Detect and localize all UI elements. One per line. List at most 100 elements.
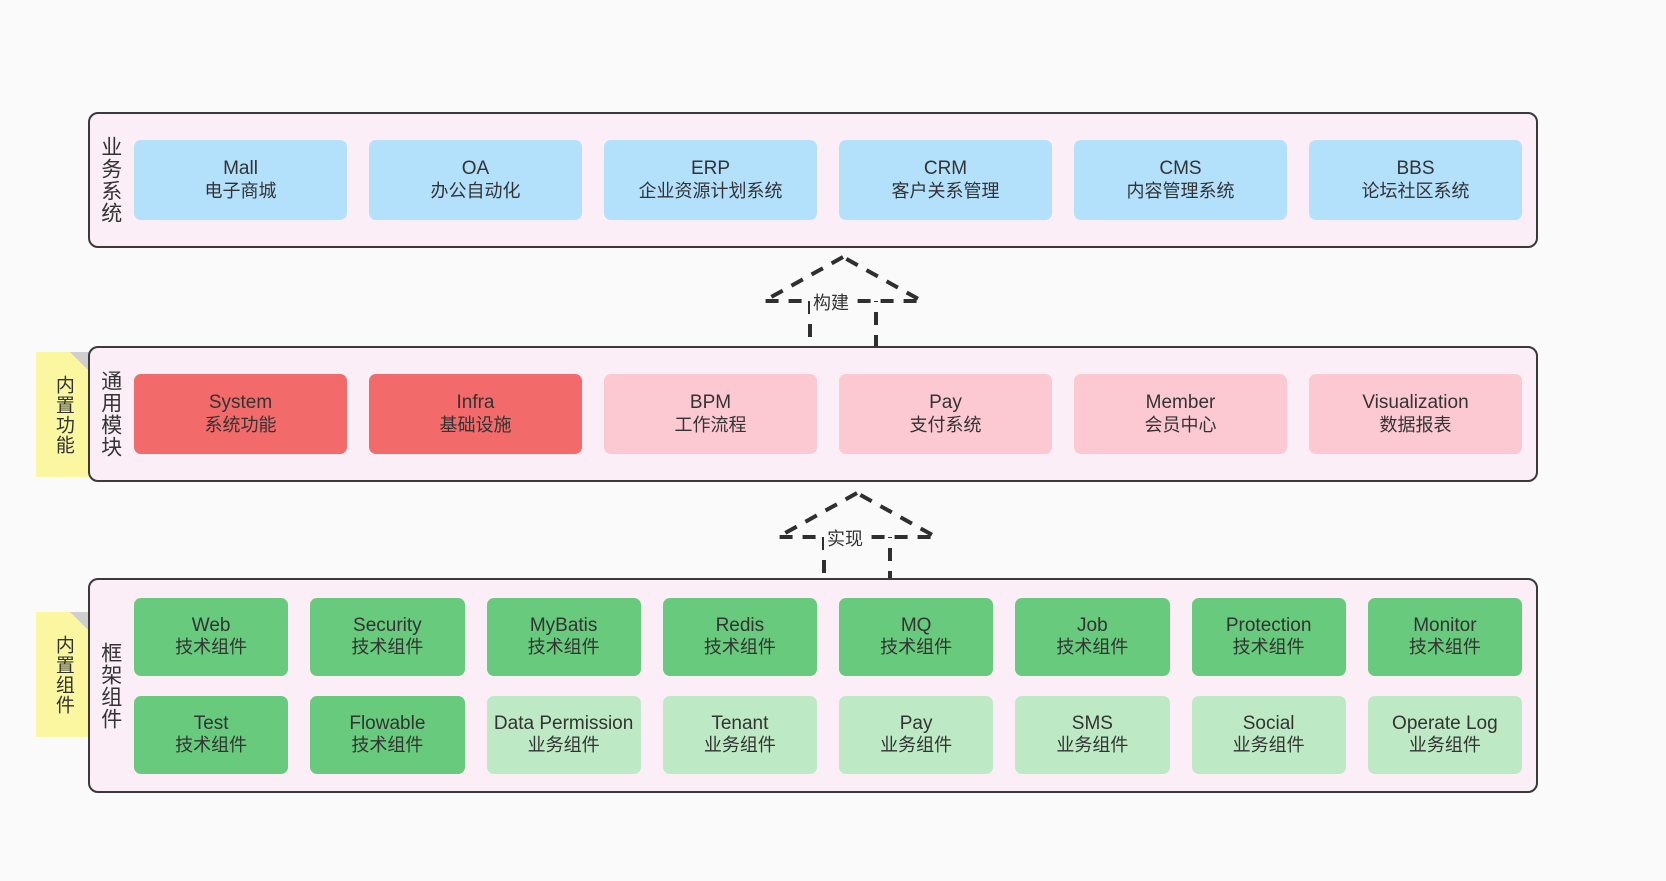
sticky-note-label: 内置组件 (52, 634, 74, 715)
card-title-cn: 数据报表 (1379, 414, 1452, 435)
card-title-en: Web (191, 614, 231, 636)
card-title-en: MQ (900, 614, 932, 636)
layer-body-modules: System 系统功能 Infra 基础设施 BPM 工作流程 Pay 支付系统… (130, 348, 1536, 480)
card-redis[interactable]: Redis 技术组件 (662, 597, 817, 676)
layer-common-modules: 通用模块 System 系统功能 Infra 基础设施 BPM 工作流程 Pay… (88, 346, 1538, 482)
card-title-en: Pay (929, 392, 962, 414)
card-title-en: Visualization (1362, 392, 1469, 414)
card-operate-log[interactable]: Operate Log 业务组件 (1367, 695, 1522, 774)
card-title-en: BPM (689, 392, 732, 414)
card-data-permission[interactable]: Data Permission 业务组件 (486, 695, 641, 774)
card-title-cn: 工作流程 (674, 414, 747, 435)
card-test[interactable]: Test 技术组件 (134, 695, 289, 774)
card-title-en: MyBatis (529, 614, 598, 636)
card-title-en: Redis (715, 614, 765, 636)
card-protection[interactable]: Protection 技术组件 (1191, 597, 1346, 676)
card-title-en: Job (1077, 614, 1108, 636)
card-title-cn: 技术组件 (1408, 637, 1481, 658)
layer-title-framework: 框架组件 (98, 641, 122, 730)
card-title-cn: 会员中心 (1144, 414, 1217, 435)
card-title-en: Mall (223, 158, 258, 180)
card-title-en: Security (353, 614, 422, 636)
card-title-en: Social (1242, 712, 1295, 734)
card-bbs[interactable]: BBS 论坛社区系统 (1309, 140, 1522, 220)
card-title-en: Tenant (711, 712, 769, 734)
card-title-cn: 业务组件 (527, 735, 600, 756)
card-pay-component[interactable]: Pay 业务组件 (839, 695, 994, 774)
card-title-cn: 客户关系管理 (891, 180, 1000, 201)
card-title-cn: 技术组件 (1232, 637, 1305, 658)
connector-label-build: 构建 (810, 289, 852, 315)
card-title-en: Monitor (1413, 614, 1477, 636)
card-title-en: Test (193, 712, 229, 734)
framework-card-row-1: Web 技术组件 Security 技术组件 MyBatis 技术组件 Redi… (134, 597, 1522, 676)
connector-label-implement: 实现 (824, 525, 866, 551)
card-security[interactable]: Security 技术组件 (310, 597, 465, 676)
card-visualization[interactable]: Visualization 数据报表 (1309, 374, 1522, 454)
card-title-cn: 技术组件 (175, 637, 248, 658)
layer-body-framework: Web 技术组件 Security 技术组件 MyBatis 技术组件 Redi… (130, 580, 1536, 791)
card-title-en: CMS (1159, 158, 1202, 180)
card-title-en: Flowable (349, 712, 426, 734)
card-title-en: SMS (1071, 712, 1113, 734)
card-title-cn: 技术组件 (880, 637, 953, 658)
card-bpm[interactable]: BPM 工作流程 (604, 374, 817, 454)
layer-body-business: Mall 电子商城 OA 办公自动化 ERP 企业资源计划系统 CRM 客户关系… (130, 114, 1536, 246)
card-title-en: ERP (690, 158, 731, 180)
card-title-cn: 内容管理系统 (1126, 180, 1235, 201)
card-title-en: System (208, 392, 273, 414)
connector-implement: 实现 (762, 489, 952, 589)
card-title-cn: 系统功能 (204, 414, 277, 435)
card-title-cn: 技术组件 (527, 637, 600, 658)
card-flowable[interactable]: Flowable 技术组件 (310, 695, 465, 774)
card-title-cn: 电子商城 (204, 180, 277, 201)
card-mq[interactable]: MQ 技术组件 (839, 597, 994, 676)
card-title-cn: 技术组件 (351, 637, 424, 658)
sticky-note-builtin-features: 内置功能 (36, 352, 90, 477)
card-title-en: OA (461, 158, 490, 180)
card-cms[interactable]: CMS 内容管理系统 (1074, 140, 1287, 220)
layer-title-modules: 通用模块 (98, 370, 122, 458)
layer-title-business: 业务系统 (98, 136, 122, 224)
card-title-en: Member (1145, 392, 1216, 414)
framework-card-row-2: Test 技术组件 Flowable 技术组件 Data Permission … (134, 695, 1522, 774)
card-social[interactable]: Social 业务组件 (1191, 695, 1346, 774)
card-title-cn: 技术组件 (351, 735, 424, 756)
card-title-cn: 企业资源计划系统 (638, 180, 783, 201)
card-title-en: Pay (899, 712, 933, 734)
card-title-cn: 业务组件 (1232, 735, 1305, 756)
card-title-en: Data Permission (493, 712, 634, 734)
card-title-cn: 支付系统 (909, 414, 982, 435)
sticky-note-builtin-components: 内置组件 (36, 612, 90, 737)
card-pay-module[interactable]: Pay 支付系统 (839, 374, 1052, 454)
card-erp[interactable]: ERP 企业资源计划系统 (604, 140, 817, 220)
card-mall[interactable]: Mall 电子商城 (134, 140, 347, 220)
card-member[interactable]: Member 会员中心 (1074, 374, 1287, 454)
card-title-en: BBS (1396, 158, 1435, 180)
card-title-cn: 业务组件 (880, 735, 953, 756)
card-web[interactable]: Web 技术组件 (134, 597, 289, 676)
card-job[interactable]: Job 技术组件 (1015, 597, 1170, 676)
card-title-cn: 业务组件 (703, 735, 776, 756)
card-title-cn: 基础设施 (439, 414, 512, 435)
card-infra[interactable]: Infra 基础设施 (369, 374, 582, 454)
sticky-note-label: 内置功能 (52, 374, 74, 455)
card-crm[interactable]: CRM 客户关系管理 (839, 140, 1052, 220)
connector-build: 构建 (748, 253, 938, 353)
card-title-en: Protection (1225, 614, 1312, 636)
card-title-cn: 论坛社区系统 (1361, 180, 1470, 201)
modules-card-row: System 系统功能 Infra 基础设施 BPM 工作流程 Pay 支付系统… (134, 374, 1522, 454)
card-sms[interactable]: SMS 业务组件 (1015, 695, 1170, 774)
card-mybatis[interactable]: MyBatis 技术组件 (486, 597, 641, 676)
card-oa[interactable]: OA 办公自动化 (369, 140, 582, 220)
card-system[interactable]: System 系统功能 (134, 374, 347, 454)
business-card-row: Mall 电子商城 OA 办公自动化 ERP 企业资源计划系统 CRM 客户关系… (134, 140, 1522, 220)
layer-business-systems: 业务系统 Mall 电子商城 OA 办公自动化 ERP 企业资源计划系统 CRM… (88, 112, 1538, 248)
card-tenant[interactable]: Tenant 业务组件 (662, 695, 817, 774)
card-title-en: CRM (923, 158, 968, 180)
card-title-en: Operate Log (1392, 712, 1498, 734)
card-title-cn: 技术组件 (703, 637, 776, 658)
card-title-cn: 办公自动化 (430, 180, 521, 201)
layer-framework-components: 框架组件 Web 技术组件 Security 技术组件 MyBatis 技术组件… (88, 578, 1538, 793)
card-monitor[interactable]: Monitor 技术组件 (1367, 597, 1522, 676)
